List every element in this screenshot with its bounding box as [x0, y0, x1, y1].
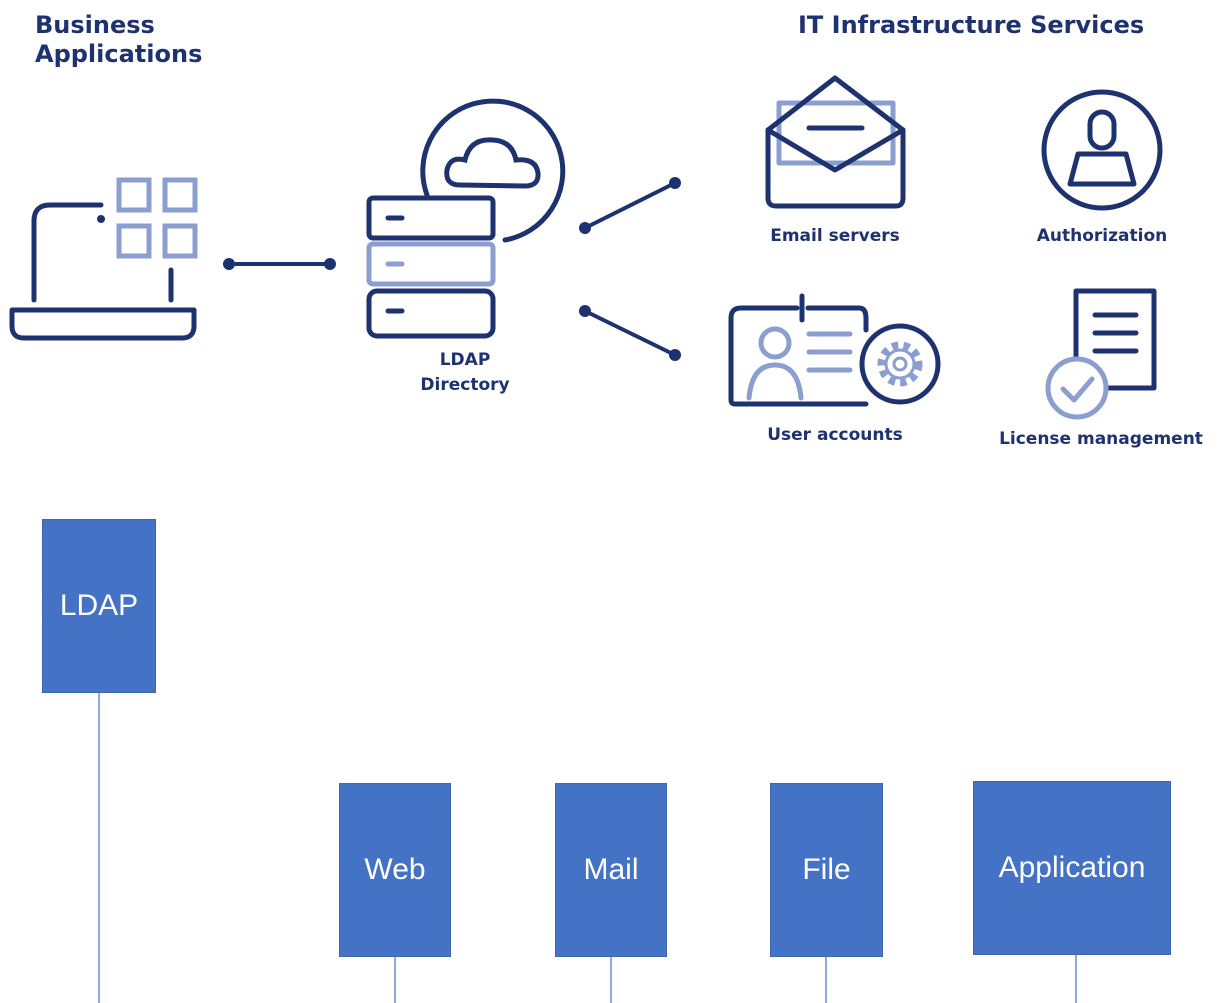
email-servers-label: Email servers	[770, 226, 900, 246]
file-connector-line	[825, 957, 827, 1003]
mail-box-label: Mail	[583, 853, 639, 886]
connector-lines-right	[579, 177, 681, 361]
file-box-label: File	[802, 853, 851, 886]
ldap-directory-label: LDAP Directory	[420, 350, 510, 395]
ldap-box-label: LDAP	[59, 589, 139, 622]
gear-icon	[859, 323, 941, 405]
application-connector-line	[1075, 955, 1077, 1003]
it-infrastructure-heading: IT Infrastructure Services	[798, 11, 1145, 39]
web-connector-line	[394, 957, 396, 1003]
diagram-icons	[9, 75, 1163, 420]
web-box: Web	[339, 783, 451, 957]
business-applications-heading: Business Applications	[35, 11, 203, 68]
envelope-icon	[765, 75, 906, 209]
authorization-label: Authorization	[1036, 226, 1168, 246]
check-circle-icon	[1045, 356, 1109, 420]
ldap-server-icon	[366, 195, 496, 339]
mail-connector-line	[610, 957, 612, 1003]
user-circle-icon	[1041, 89, 1163, 211]
application-box: Application	[973, 781, 1171, 955]
laptop-icon	[9, 202, 197, 341]
connector-line	[223, 258, 336, 270]
id-card-icon	[728, 293, 869, 407]
app-grid-icon	[116, 177, 198, 259]
ldap-connector-line	[98, 693, 100, 1003]
ldap-box: LDAP	[42, 519, 156, 693]
web-box-label: Web	[364, 853, 426, 886]
file-box: File	[770, 783, 883, 957]
mail-box: Mail	[555, 783, 667, 957]
application-box-label: Application	[998, 851, 1146, 884]
user-accounts-label: User accounts	[767, 425, 903, 445]
license-management-label: License management	[999, 429, 1203, 449]
cloud-icon	[420, 98, 566, 243]
